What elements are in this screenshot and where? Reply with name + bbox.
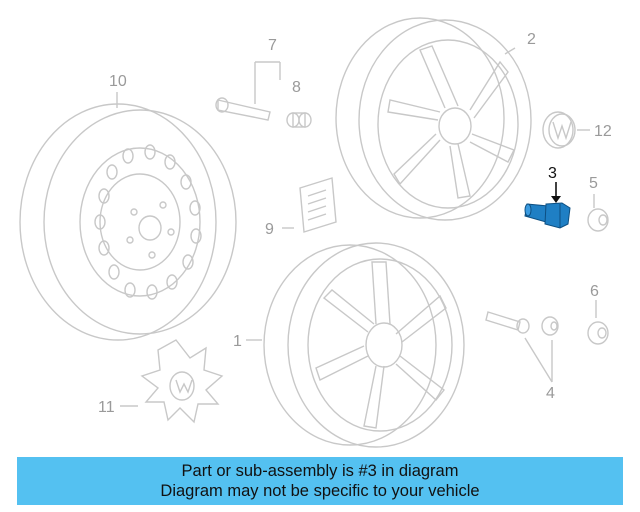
lock-nut-part-6 xyxy=(587,300,609,345)
callout-4: 4 xyxy=(546,385,555,402)
callout-12: 12 xyxy=(594,123,612,140)
wheel-bolt-part-3 xyxy=(524,182,571,229)
valve-cap-part-8 xyxy=(286,112,312,128)
leader-2 xyxy=(504,47,516,55)
callout-3: 3 xyxy=(548,165,557,182)
callout-6: 6 xyxy=(590,283,599,300)
callout-11: 11 xyxy=(98,399,115,416)
banner-line-1: Part or sub-assembly is #3 in diagram xyxy=(181,462,459,480)
info-banner: Part or sub-assembly is #3 in diagram Di… xyxy=(17,457,623,505)
lock-bolt-set-part-4 xyxy=(485,311,559,383)
callout-1: 1 xyxy=(233,333,242,350)
center-cap-part-12 xyxy=(542,111,576,149)
alloy-wheel-part-1 xyxy=(263,242,465,448)
steel-wheel-part-10 xyxy=(19,103,237,341)
callout-9: 9 xyxy=(265,221,274,238)
callout-2: 2 xyxy=(527,31,536,48)
banner-line-2: Diagram may not be specific to your vehi… xyxy=(160,482,480,500)
alloy-wheel-part-2 xyxy=(335,17,532,221)
callout-5: 5 xyxy=(589,175,598,192)
valve-stem-part-7 xyxy=(215,61,281,121)
callout-10: 10 xyxy=(109,73,127,90)
callout-7: 7 xyxy=(268,37,277,54)
hub-cap-part-11 xyxy=(140,339,224,424)
lock-nut-part-5 xyxy=(587,194,609,232)
parts-diagram: 10 7 8 2 12 3 5 9 6 1 4 11 xyxy=(19,17,612,448)
label-card-part-9 xyxy=(299,177,337,233)
callout-8: 8 xyxy=(292,79,301,96)
